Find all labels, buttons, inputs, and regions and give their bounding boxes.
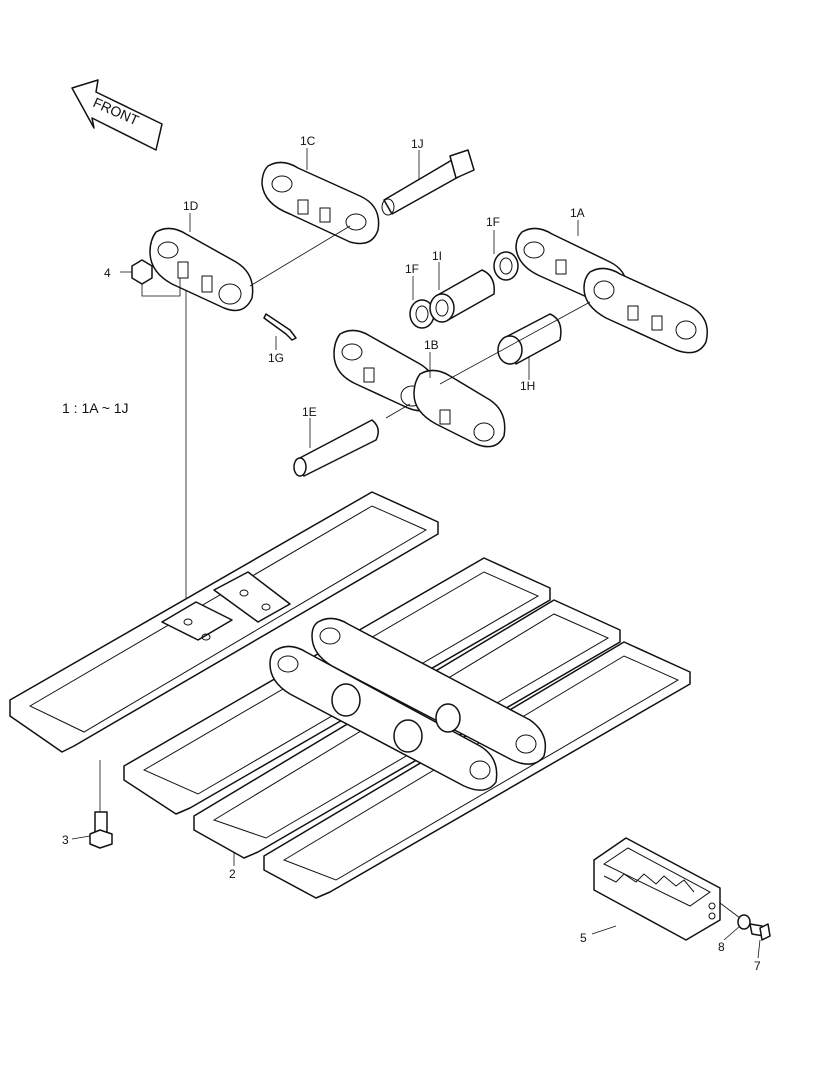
label-1g: 1G: [268, 351, 284, 365]
bolt-1j: [381, 149, 475, 216]
bolt-3: [89, 811, 113, 849]
label-1a: 1A: [570, 206, 585, 220]
link-1c: [261, 161, 380, 245]
label-1b: 1B: [424, 338, 439, 352]
label-8: 8: [718, 940, 725, 954]
pin-1e: [293, 419, 379, 477]
label-5: 5: [580, 931, 587, 945]
link-1d: [149, 227, 254, 312]
washer-1f-right: [493, 251, 519, 281]
pin-1g: [263, 313, 297, 341]
shoe-plate-top: [9, 491, 439, 753]
link-1a: [515, 227, 708, 354]
label-1d: 1D: [183, 199, 199, 213]
label-4: 4: [104, 266, 111, 280]
washer-8: [737, 914, 751, 930]
legend: 1 : 1A ~ 1J: [62, 400, 129, 416]
label-1c: 1C: [300, 134, 316, 148]
grouser-5: [593, 837, 721, 941]
label-1h: 1H: [520, 379, 535, 393]
label-1i: 1I: [432, 249, 442, 263]
link-1b: [333, 329, 506, 448]
label-1j: 1J: [411, 137, 424, 151]
label-3: 3: [62, 833, 69, 847]
label-1f-left: 1F: [405, 262, 419, 276]
leader-lines: [71, 148, 761, 959]
label-7: 7: [754, 959, 761, 973]
label-1e: 1E: [302, 405, 317, 419]
bolt-7: [749, 923, 771, 941]
bushing-1i: [429, 269, 495, 323]
nut-4: [131, 259, 153, 285]
assembled-chain: [269, 617, 547, 791]
front-arrow: FRONT: [71, 79, 163, 151]
label-1f-right: 1F: [486, 215, 500, 229]
label-2: 2: [229, 867, 236, 881]
bushing-1h: [497, 313, 562, 365]
